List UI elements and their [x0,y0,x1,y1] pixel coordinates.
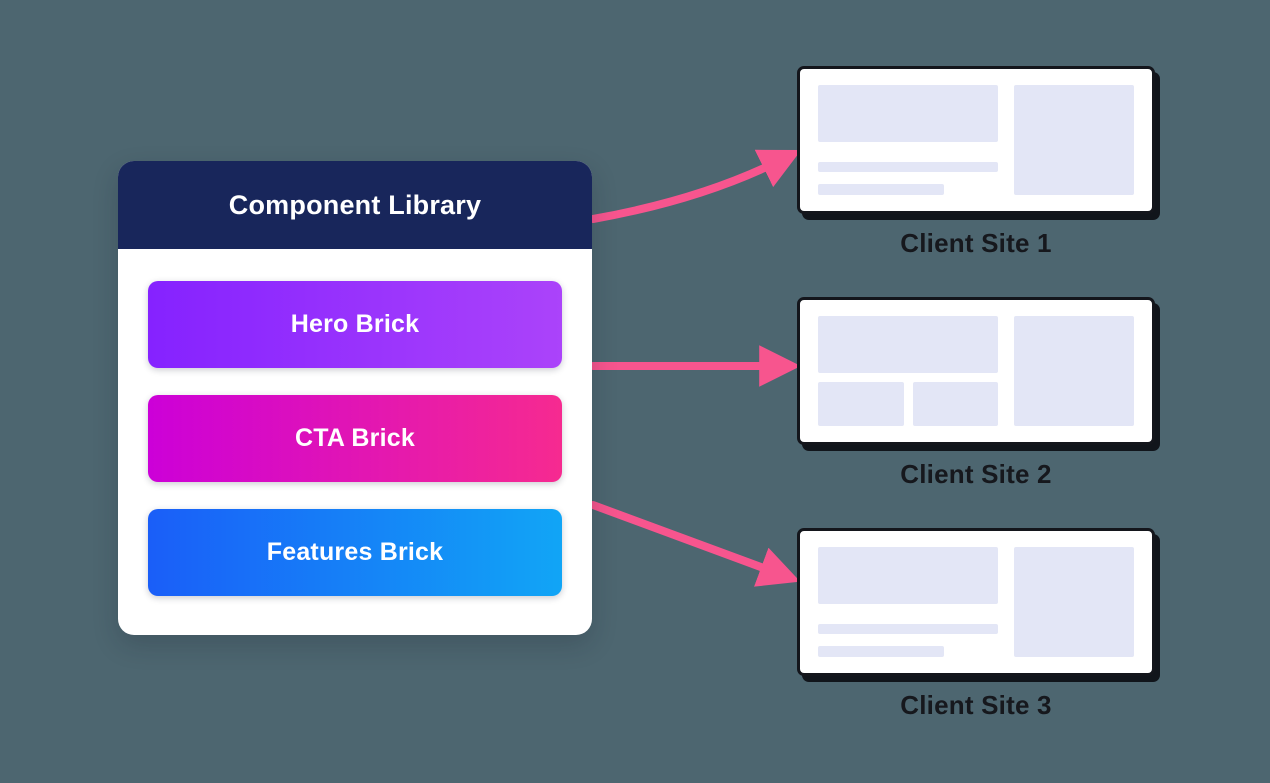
placeholder-text-line-long [818,161,998,173]
wireframe-right-column [1014,547,1134,657]
placeholder-tile-right [912,381,998,426]
client-site-3: Client Site 3 [797,528,1163,721]
wireframe-left-column [818,85,998,195]
placeholder-media-block [1014,85,1134,195]
placeholder-hero-block [818,316,998,373]
brick-cta[interactable]: CTA Brick [148,395,562,482]
client-site-1: Client Site 1 [797,66,1163,259]
client-site-3-caption: Client Site 3 [900,690,1052,720]
component-library-panel: Component Library Hero Brick CTA Brick F… [118,161,592,635]
brick-cta-label: CTA Brick [295,424,415,452]
placeholder-tile-row [818,381,998,426]
placeholder-hero-block [818,85,998,142]
client-site-2-card[interactable] [797,297,1155,445]
placeholder-media-block [1014,547,1134,657]
wireframe-right-column [1014,316,1134,426]
client-site-1-caption: Client Site 1 [900,228,1052,258]
wireframe-left-column [818,547,998,657]
placeholder-hero-block [818,547,998,604]
arrow-to-client-site-3 [589,501,801,587]
wireframe-right-column [1014,85,1134,195]
client-site-2: Client Site 2 [797,297,1163,490]
placeholder-text-line-short [818,646,944,657]
wireframe [818,85,1134,195]
arrow-to-client-site-1 [589,149,802,223]
brick-hero[interactable]: Hero Brick [148,281,562,368]
brick-hero-label: Hero Brick [290,310,420,338]
wireframe [818,547,1134,657]
placeholder-tile-left [818,381,904,426]
placeholder-text-line-long [818,623,998,635]
client-site-2-caption: Client Site 2 [900,459,1052,489]
component-library-header: Component Library [118,161,592,249]
placeholder-media-block [1014,316,1134,426]
wireframe-left-column [818,316,998,426]
client-site-1-card[interactable] [797,66,1155,214]
placeholder-text-line-short [818,184,944,195]
wireframe [818,316,1134,426]
brick-features[interactable]: Features Brick [148,509,562,596]
brick-features-label: Features Brick [266,538,444,566]
client-site-3-card[interactable] [797,528,1155,676]
page-title: Component Library [228,189,482,220]
brick-list: Hero Brick CTA Brick Features Brick [118,249,592,635]
